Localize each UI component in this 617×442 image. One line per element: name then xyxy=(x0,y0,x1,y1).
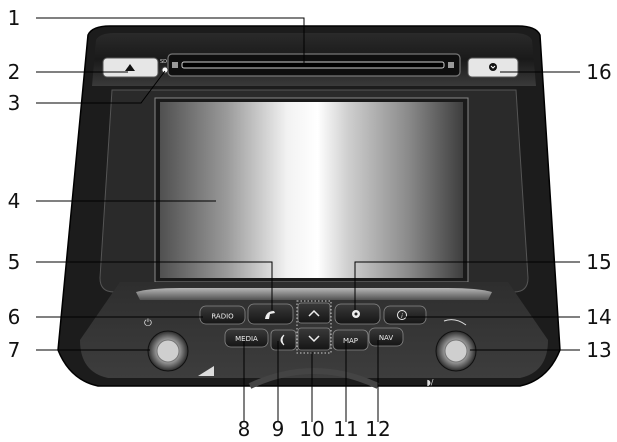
gear-icon-hub xyxy=(354,312,358,316)
callout-11: 11 xyxy=(333,417,358,438)
lower-arc xyxy=(248,368,380,389)
map-button[interactable] xyxy=(332,329,369,351)
chevron-up-icon xyxy=(308,309,320,317)
info-button[interactable] xyxy=(383,305,427,325)
callout-8: 8 xyxy=(238,417,251,438)
leader-line-5 xyxy=(36,261,273,310)
nav-label: NAV xyxy=(379,334,394,342)
callout-4: 4 xyxy=(8,189,21,213)
touch-screen[interactable] xyxy=(160,102,463,278)
radio-label: RADIO xyxy=(211,313,234,321)
tune-arc-icon xyxy=(443,319,467,326)
reset-hole[interactable] xyxy=(161,66,169,74)
seek-down-button[interactable] xyxy=(297,327,331,351)
silver-band xyxy=(136,288,492,300)
volume-wedge-icon xyxy=(198,366,214,376)
phone-button[interactable] xyxy=(247,303,294,325)
eject-icon xyxy=(125,64,135,71)
callout-10: 10 xyxy=(299,417,324,438)
callout-1: 1 xyxy=(8,6,21,30)
night-button[interactable] xyxy=(270,329,297,351)
radio-button[interactable] xyxy=(199,305,246,325)
callout-7: 7 xyxy=(8,338,21,362)
map-label: MAP xyxy=(343,337,358,345)
power-volume-knob-cap xyxy=(156,339,180,363)
cd-slot-right-notch xyxy=(448,62,454,68)
leader-line-1 xyxy=(36,17,305,64)
callout-16: 16 xyxy=(586,60,611,84)
media-label: MEDIA xyxy=(235,335,258,343)
leader-line-15 xyxy=(354,261,580,310)
callout-12: 12 xyxy=(365,417,390,438)
callout-3: 3 xyxy=(8,91,21,115)
leader-lines xyxy=(36,17,580,422)
callout-2: 2 xyxy=(8,60,21,84)
disc-icon xyxy=(489,63,497,71)
media-button[interactable] xyxy=(224,328,269,348)
cd-slot[interactable] xyxy=(181,61,445,69)
tune-icon: ◗/ xyxy=(427,378,434,387)
cd-slot-left-notch xyxy=(172,62,178,68)
callout-15: 15 xyxy=(586,250,611,274)
moon-icon xyxy=(280,334,285,346)
leader-line-3 xyxy=(36,70,166,104)
seek-up-button[interactable] xyxy=(297,302,331,324)
chevron-down-icon xyxy=(308,335,320,343)
info-icon xyxy=(397,310,407,320)
disc-icon-mark xyxy=(490,65,496,69)
callout-14: 14 xyxy=(586,305,611,329)
callout-numbers: 1 2 3 4 5 6 7 8 9 10 11 12 13 14 15 16 xyxy=(8,6,612,441)
sd-card-icon: SD xyxy=(160,59,167,65)
callout-5: 5 xyxy=(8,250,21,274)
callout-6: 6 xyxy=(8,305,21,329)
phone-icon xyxy=(265,311,275,319)
power-icon: ⏻ xyxy=(144,318,152,329)
callout-13: 13 xyxy=(586,338,611,362)
info-icon-glyph: i xyxy=(401,313,403,320)
seek-group-outline xyxy=(296,300,332,354)
tune-knob-cap xyxy=(444,339,468,363)
callout-9: 9 xyxy=(272,417,285,438)
